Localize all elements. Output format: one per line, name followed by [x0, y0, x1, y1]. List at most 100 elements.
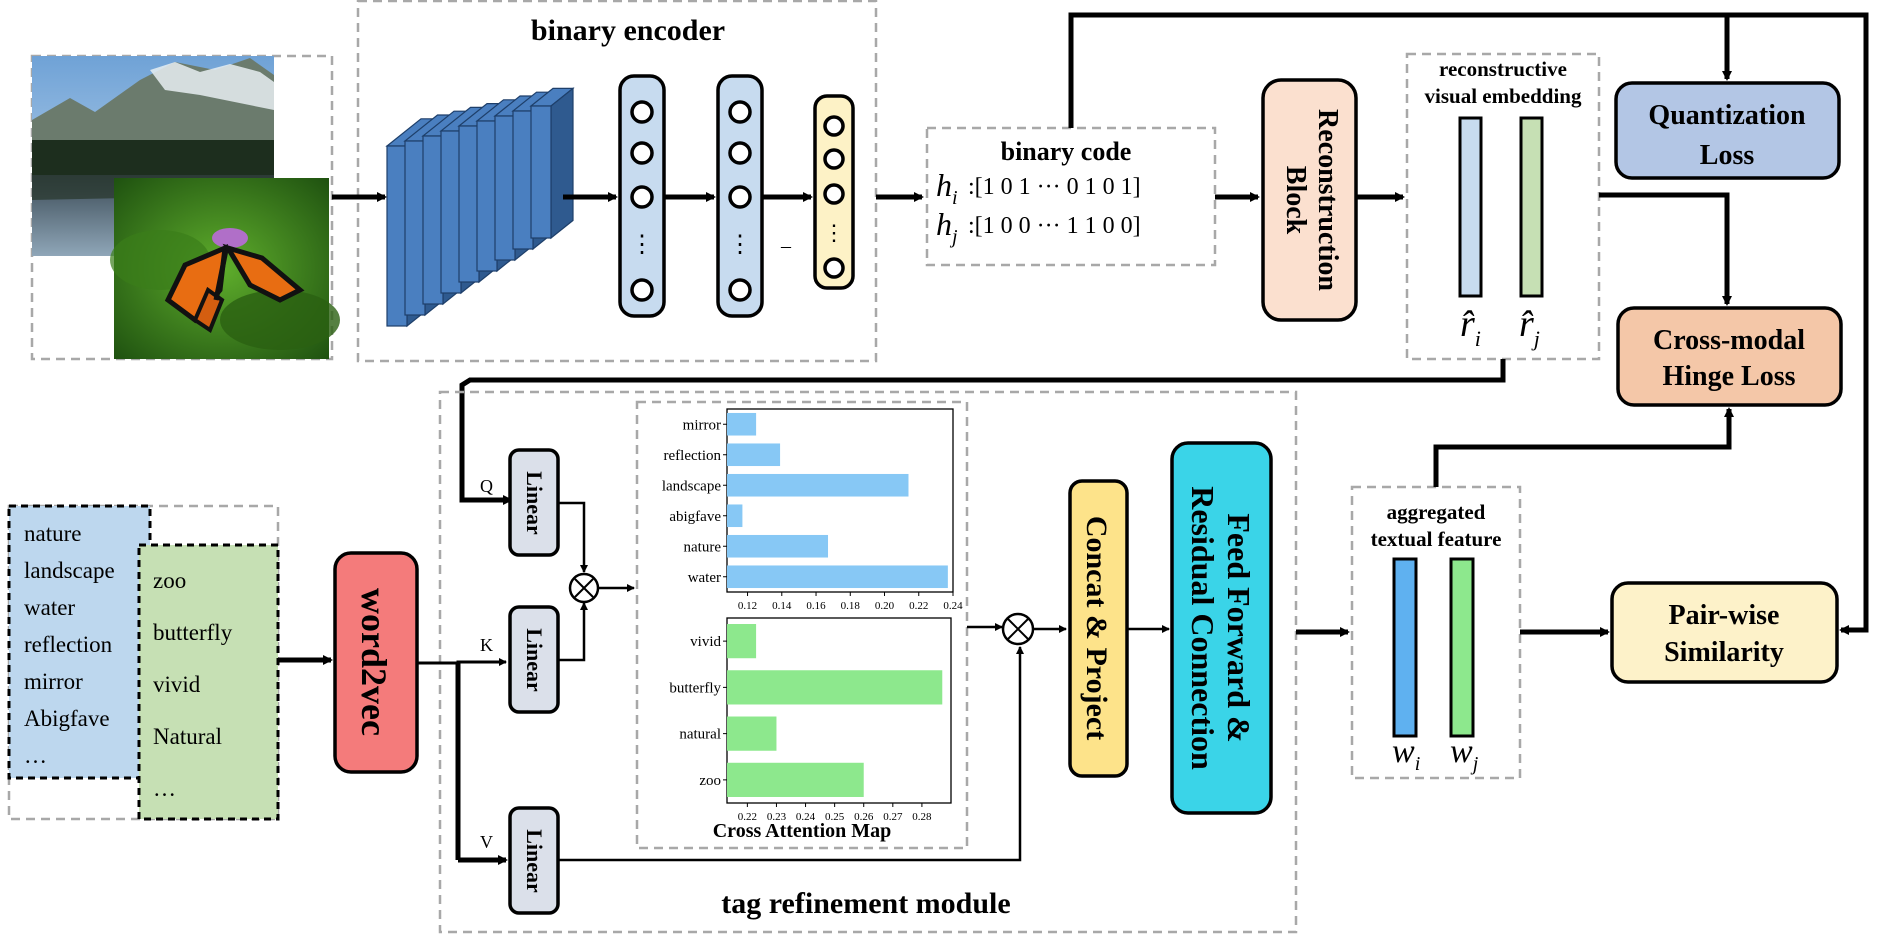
bar-abigfave — [727, 504, 743, 528]
category-label: abigfave — [669, 509, 721, 525]
aggregated-line1: aggregated — [1387, 500, 1486, 524]
cross-modal-hinge-loss-box: Cross-modal Hinge Loss — [1616, 306, 1843, 407]
pair-similarity-line2: Similarity — [1664, 637, 1784, 668]
tag-item: landscape — [24, 558, 115, 583]
tick-label: 0.16 — [806, 600, 826, 612]
ffn-line1: Feed Forward & — [1221, 513, 1257, 742]
rj-subscript: j — [1531, 326, 1540, 351]
category-label: reflection — [664, 448, 722, 464]
linear-q-label: Linear — [522, 471, 547, 535]
hi-bits: :[1 0 1 ··· 0 1 0 1] — [968, 174, 1141, 200]
tag-item: … — [153, 776, 176, 801]
svg-text:⋮: ⋮ — [823, 220, 845, 245]
tick-label: 0.28 — [912, 811, 932, 823]
tag-item: water — [24, 595, 75, 620]
linear-v-label: Linear — [522, 829, 547, 893]
hi-subscript: i — [952, 187, 958, 209]
hinge-loss-line2: Hinge Loss — [1662, 361, 1795, 392]
concat-project-block: Concat & Project — [1068, 479, 1129, 778]
tick-label: 0.24 — [943, 600, 963, 612]
recon-embedding-line2: visual embedding — [1425, 84, 1582, 108]
bar-water — [727, 565, 948, 589]
category-label: butterfly — [669, 680, 721, 696]
quantization-loss-line2: Loss — [1700, 140, 1755, 171]
tag-item: vivid — [153, 672, 201, 697]
reconstruction-line2: Block — [1280, 166, 1311, 235]
tag-list-image2: zoo butterfly vividNatural … — [153, 568, 233, 801]
bar-nature — [727, 534, 829, 558]
wj-subscript: j — [1470, 753, 1479, 775]
svg-text:r̂j: r̂j — [1519, 303, 1540, 351]
k-label: K — [480, 635, 493, 655]
tag-item: butterfly — [153, 620, 233, 645]
attention-chart-image1: mirrorreflectionlandscapeabigfavenaturew… — [662, 408, 963, 612]
svg-text:r̂i: r̂i — [1460, 303, 1481, 351]
quantization-loss-box: Quantization Loss — [1614, 81, 1841, 180]
tag-item: nature — [24, 521, 81, 546]
pair-similarity-line1: Pair-wise — [1669, 600, 1780, 631]
bar-landscape — [727, 473, 909, 497]
aggregated-line2: textual feature — [1371, 527, 1502, 551]
hj-symbol: h — [936, 206, 952, 242]
recon-embedding-line1: reconstructive — [1439, 57, 1567, 81]
tick-label: 0.14 — [772, 600, 792, 612]
v-label: V — [480, 832, 493, 852]
chart-frame — [726, 408, 954, 593]
tag-item: Natural — [153, 724, 222, 749]
rj-symbol: r̂ — [1519, 303, 1534, 345]
tag-refinement-module: tag refinement module Q K V Linear Linea… — [417, 390, 1298, 934]
bar-butterfly — [727, 670, 943, 705]
wj-symbol: w — [1450, 733, 1473, 770]
tick-label: 0.20 — [875, 600, 895, 612]
svg-text:hj: hj — [936, 206, 958, 248]
concat-project-label: Concat & Project — [1080, 516, 1113, 740]
tick-label: 0.22 — [738, 811, 757, 823]
image-input-group — [30, 54, 340, 361]
linear-k: Linear — [508, 605, 560, 714]
tag-refinement-title: tag refinement module — [721, 887, 1010, 920]
svg-text:wj: wj — [1450, 733, 1479, 775]
matmul-icon-1 — [568, 572, 600, 604]
butterfly-photo — [110, 178, 340, 359]
category-label: mirror — [683, 417, 721, 433]
linear-v: Linear — [508, 806, 560, 915]
category-label: water — [688, 570, 721, 586]
tick-label: 0.12 — [738, 600, 757, 612]
matmul-icon-2 — [1001, 612, 1035, 646]
svg-text:⋮: ⋮ — [728, 232, 752, 258]
word2vec-block: word2vec — [333, 551, 419, 774]
category-label: zoo — [699, 773, 721, 789]
reconstructive-embedding-group: reconstructive visual embedding r̂i r̂j — [1405, 52, 1601, 361]
ffn-line2: Residual Connection — [1185, 486, 1221, 770]
hinge-loss-line1: Cross-modal — [1653, 325, 1805, 356]
category-label: landscape — [662, 478, 721, 494]
tick-label: 0.27 — [883, 811, 903, 823]
fc-layer-1: ⋮ — [618, 74, 666, 318]
tick-label: 0.23 — [767, 811, 787, 823]
convolution-stack — [385, 87, 575, 328]
tag-item: mirror — [24, 669, 83, 694]
tick-label: 0.26 — [854, 811, 874, 823]
hj-bits: :[1 0 0 ··· 1 1 0 0] — [968, 213, 1141, 239]
svg-text:wi: wi — [1392, 733, 1420, 775]
tag-list-image1: naturelandscapewaterreflectionmirrorAbig… — [24, 521, 115, 768]
tag-item: Abigfave — [24, 706, 110, 731]
tick-label: 0.22 — [909, 600, 928, 612]
tag-item: … — [24, 743, 47, 768]
bar-mirror — [727, 412, 757, 436]
svg-text:⋮: ⋮ — [630, 232, 654, 258]
feed-forward-block: Feed Forward & Residual Connection — [1170, 441, 1273, 815]
hj-subscript: j — [949, 226, 958, 248]
binary-code-group: binary code hi :[1 0 1 ··· 0 1 0 1] hj :… — [876, 126, 1217, 267]
quantization-loss-line1: Quantization — [1648, 100, 1806, 131]
svg-text:hi: hi — [936, 167, 958, 209]
aggregated-feature-group: aggregated textual feature wi wj — [1350, 485, 1522, 780]
encoder-dash: – — [780, 235, 792, 257]
tick-label: 0.18 — [841, 600, 861, 612]
reconstruction-block: Reconstruction Block — [1261, 78, 1358, 322]
fc-layer-2: ⋮ — [716, 74, 764, 318]
tag-item: zoo — [153, 568, 186, 593]
bar-zoo — [727, 762, 864, 797]
